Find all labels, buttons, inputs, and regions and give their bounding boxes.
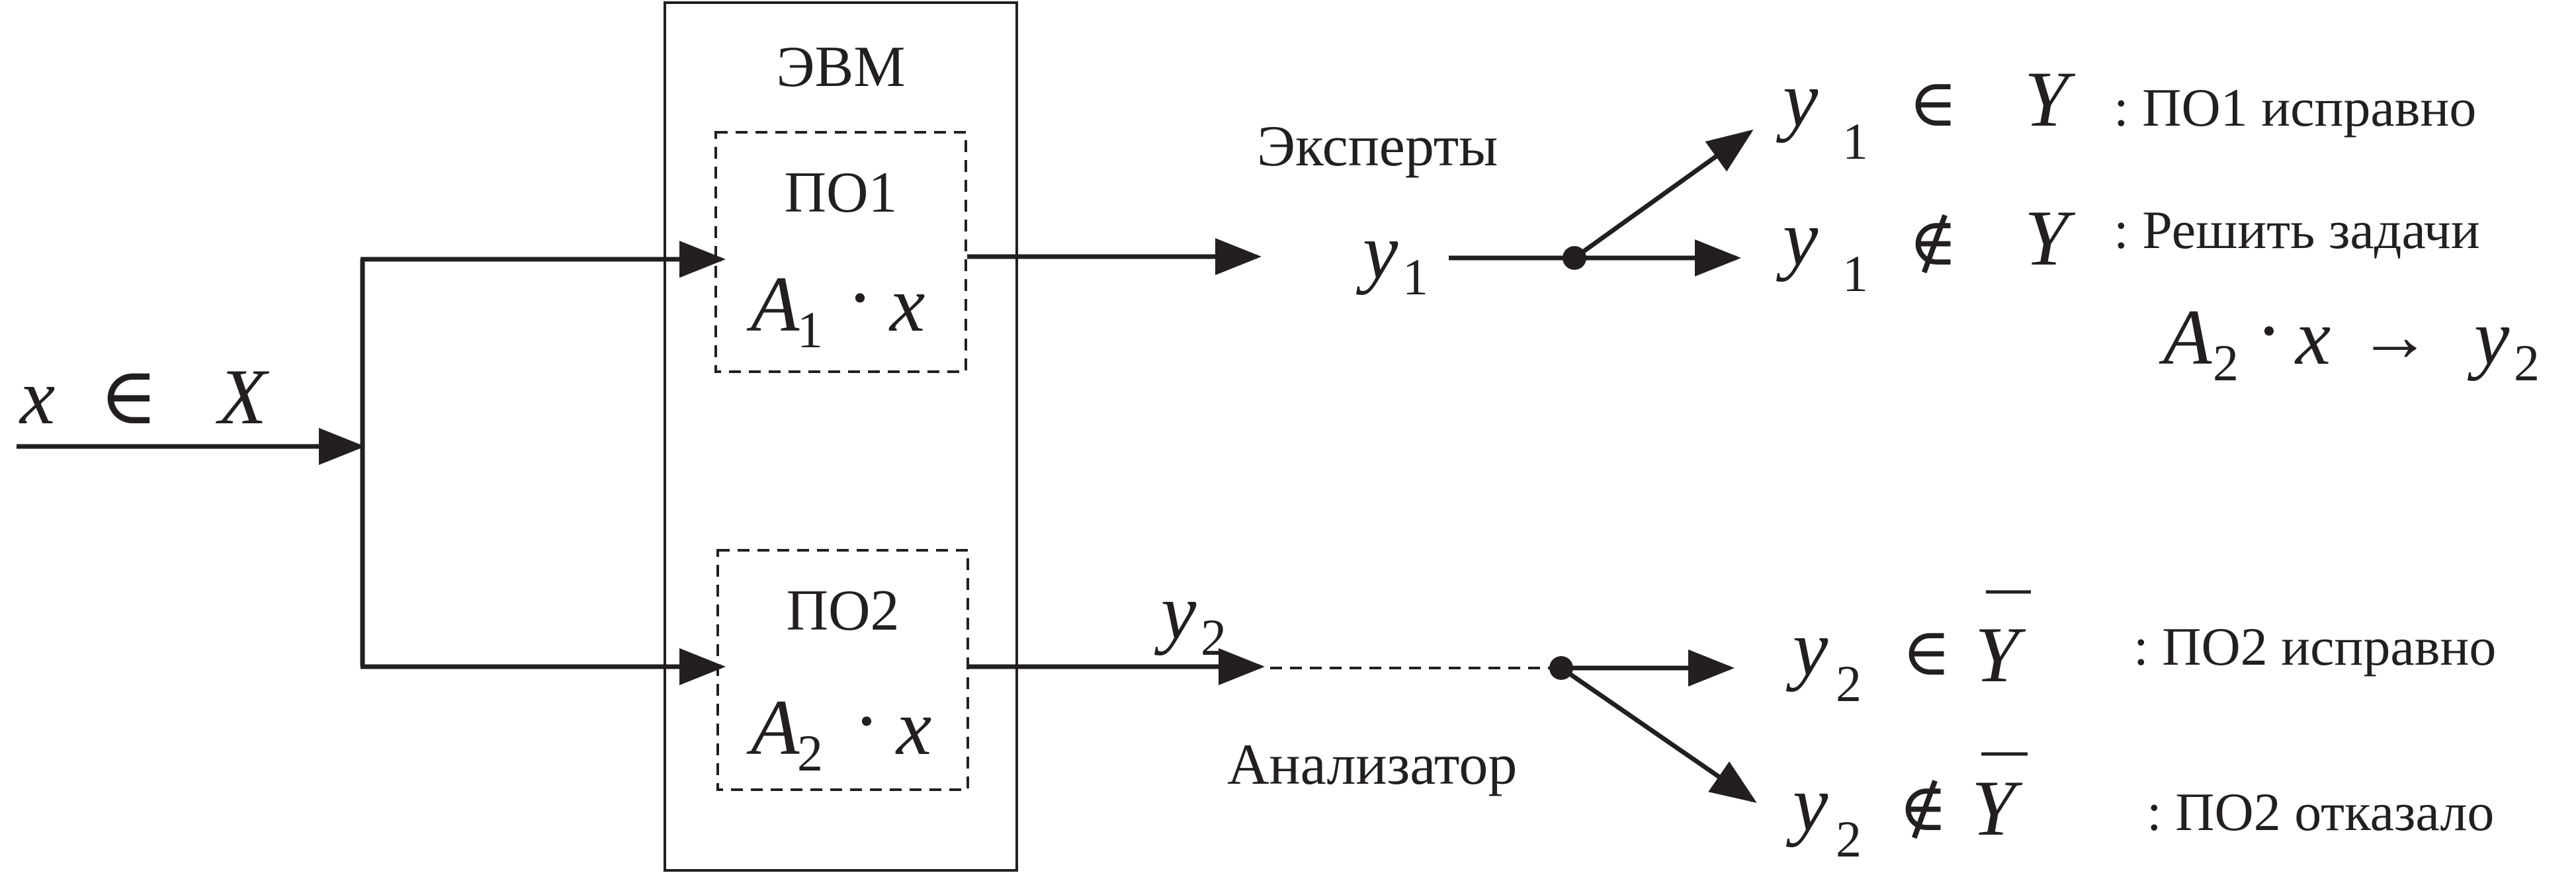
po2-formula-op: · xyxy=(853,677,880,765)
po2-label: ПО2 xyxy=(786,579,899,643)
po1-formula-sub: 1 xyxy=(797,301,823,358)
solve-arrow: → xyxy=(2358,296,2431,376)
solve-sub: 2 xyxy=(2213,334,2239,392)
solve-formula: A 2 · x → y 2 xyxy=(2159,286,2540,392)
analyzer-output-var: y xyxy=(1154,567,1197,655)
y2-notin-rel: ∉ xyxy=(1899,771,1948,845)
outcome-y1-notin: y 1 ∉ Y : Решить задачи xyxy=(1776,194,2480,302)
input-set: X xyxy=(216,353,270,440)
po2-formula-x: x xyxy=(895,683,931,771)
y1-in-rel: ∈ xyxy=(1909,67,1957,140)
y2-in-set: Y xyxy=(1975,610,2026,698)
solve-ysub: 2 xyxy=(2514,334,2540,392)
po1-box xyxy=(714,131,967,373)
po1-formula-x: x xyxy=(888,260,925,348)
y1-notin-result: : Решить задачи xyxy=(2114,200,2480,260)
y2-in-rel: ∈ xyxy=(1902,616,1951,689)
po1-formula-a: A xyxy=(746,260,800,348)
po1-formula: A 1 · x xyxy=(746,253,925,358)
po2-formula-sub: 2 xyxy=(797,724,823,782)
po1-formula-op: · xyxy=(847,253,873,341)
y1-in-sub: 1 xyxy=(1842,112,1868,170)
y2-notin-sub: 2 xyxy=(1836,810,1862,868)
po2-formula-a: A xyxy=(746,683,800,771)
experts-output-var: y xyxy=(1355,207,1398,295)
solve-op: · xyxy=(2256,286,2282,374)
y1-notin-rel: ∉ xyxy=(1909,206,1957,279)
y1-notin-var: y xyxy=(1776,194,1819,282)
analyzer-label: Анализатор xyxy=(1227,733,1517,797)
analyzer-output: y 2 xyxy=(1154,567,1226,666)
input-var: x xyxy=(19,353,55,440)
input-rel: ∈ xyxy=(99,353,158,440)
y1-in-set: Y xyxy=(2024,55,2076,143)
y2-notin-arrow xyxy=(1560,666,1757,803)
solve-a: A xyxy=(2159,293,2212,381)
y1-notin-sub: 1 xyxy=(1842,245,1868,302)
outcome-y2-in: y 2 ∈ Y : ПО2 исправно xyxy=(1785,590,2496,712)
computer-box xyxy=(664,1,1018,872)
experts-output-sub: 1 xyxy=(1402,248,1428,306)
y2-in-var: y xyxy=(1785,604,1828,692)
y2-notin-var: y xyxy=(1785,759,1828,847)
outcome-y1-in: y 1 ∈ Y : ПО1 исправно xyxy=(1776,55,2476,170)
y1-in-arrow xyxy=(1572,129,1754,260)
outcome-y2-notin: y 2 ∉ Y : ПО2 отказало xyxy=(1785,752,2494,868)
y1-in-var: y xyxy=(1776,55,1819,143)
y2-in-sub: 2 xyxy=(1836,655,1862,712)
y1-in-result: : ПО1 исправно xyxy=(2114,77,2476,138)
y2-notin-result: : ПО2 отказало xyxy=(2147,782,2494,842)
computer-title: ЭВМ xyxy=(776,35,905,99)
y2-in-result: : ПО2 исправно xyxy=(2133,616,2496,677)
experts-output: y 1 xyxy=(1355,207,1428,306)
experts-label: Эксперты xyxy=(1257,114,1498,179)
solve-y: y xyxy=(2467,293,2510,381)
analyzer-output-sub: 2 xyxy=(1201,608,1226,666)
solve-x: x xyxy=(2294,293,2331,381)
po1-label: ПО1 xyxy=(784,161,897,225)
po2-box xyxy=(716,549,969,791)
po2-formula: A 2 · x xyxy=(746,677,931,782)
input-label: x ∈ X xyxy=(19,353,270,440)
y2-notin-set: Y xyxy=(1971,764,2023,852)
y1-notin-set: Y xyxy=(2024,194,2076,282)
